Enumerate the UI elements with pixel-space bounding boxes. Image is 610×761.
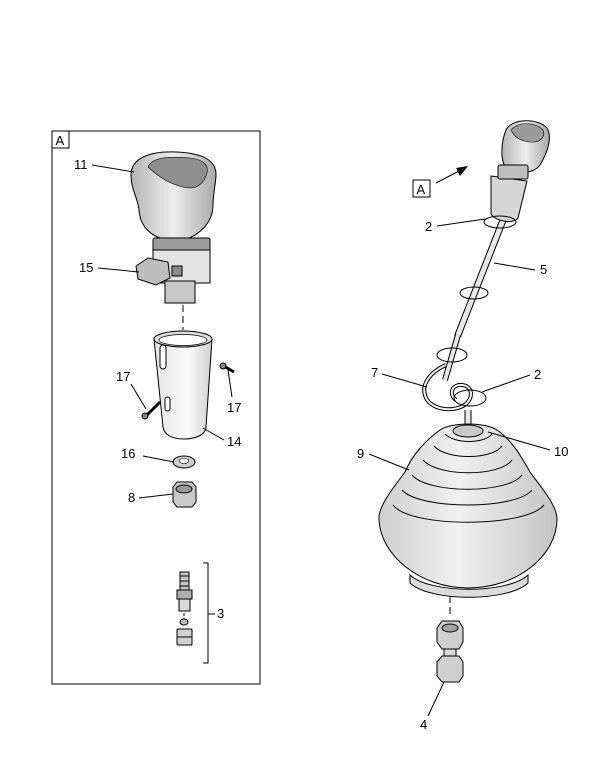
callout-10: 10 xyxy=(554,444,568,459)
washer-part-16 xyxy=(172,455,196,469)
callout-3: 3 xyxy=(217,606,224,621)
nut-part-8 xyxy=(172,481,197,508)
view-a-reference-letter: A xyxy=(417,182,426,197)
detail-view-a: A xyxy=(51,130,261,685)
o-ring-part-2-upper xyxy=(483,215,517,229)
release-button-part-15 xyxy=(135,257,183,286)
callout-15: 15 xyxy=(79,260,93,275)
view-a-reference-box xyxy=(412,179,431,198)
callout-16: 16 xyxy=(121,446,135,461)
detail-marker-letter: A xyxy=(56,133,65,148)
o-ring-part-2-low xyxy=(436,347,468,363)
callout-11: 11 xyxy=(74,157,88,172)
lever-knob xyxy=(490,120,550,222)
screw-part-17-left xyxy=(141,400,162,420)
callout-7: 7 xyxy=(371,365,378,380)
callout-5: 5 xyxy=(540,262,547,277)
fitting-kit-part-3 xyxy=(176,562,209,664)
callout-2-upper: 2 xyxy=(425,219,432,234)
lever-shaft-part-5 xyxy=(442,206,511,381)
o-ring-part-2-mid xyxy=(459,286,489,300)
nut-stack-part-4 xyxy=(436,620,464,683)
boot-part-9 xyxy=(378,423,558,598)
sleeve-part-14 xyxy=(153,330,213,440)
shift-knob-part-11 xyxy=(130,151,217,304)
kit-bracket xyxy=(203,562,209,664)
callout-2-lower: 2 xyxy=(534,367,541,382)
o-ring-part-2-bottom xyxy=(453,389,487,407)
callout-9: 9 xyxy=(357,446,364,461)
view-a-arrow-shaft xyxy=(435,169,462,184)
callout-4: 4 xyxy=(420,717,427,732)
callout-17-left: 17 xyxy=(116,369,130,384)
callout-17-right: 17 xyxy=(227,400,241,415)
callout-8: 8 xyxy=(128,490,135,505)
screw-part-17-right xyxy=(219,362,235,374)
callout-14: 14 xyxy=(227,434,241,449)
detail-marker-box xyxy=(51,130,70,149)
view-a-arrow-head xyxy=(456,166,468,176)
main-assembly: A xyxy=(357,120,568,732)
